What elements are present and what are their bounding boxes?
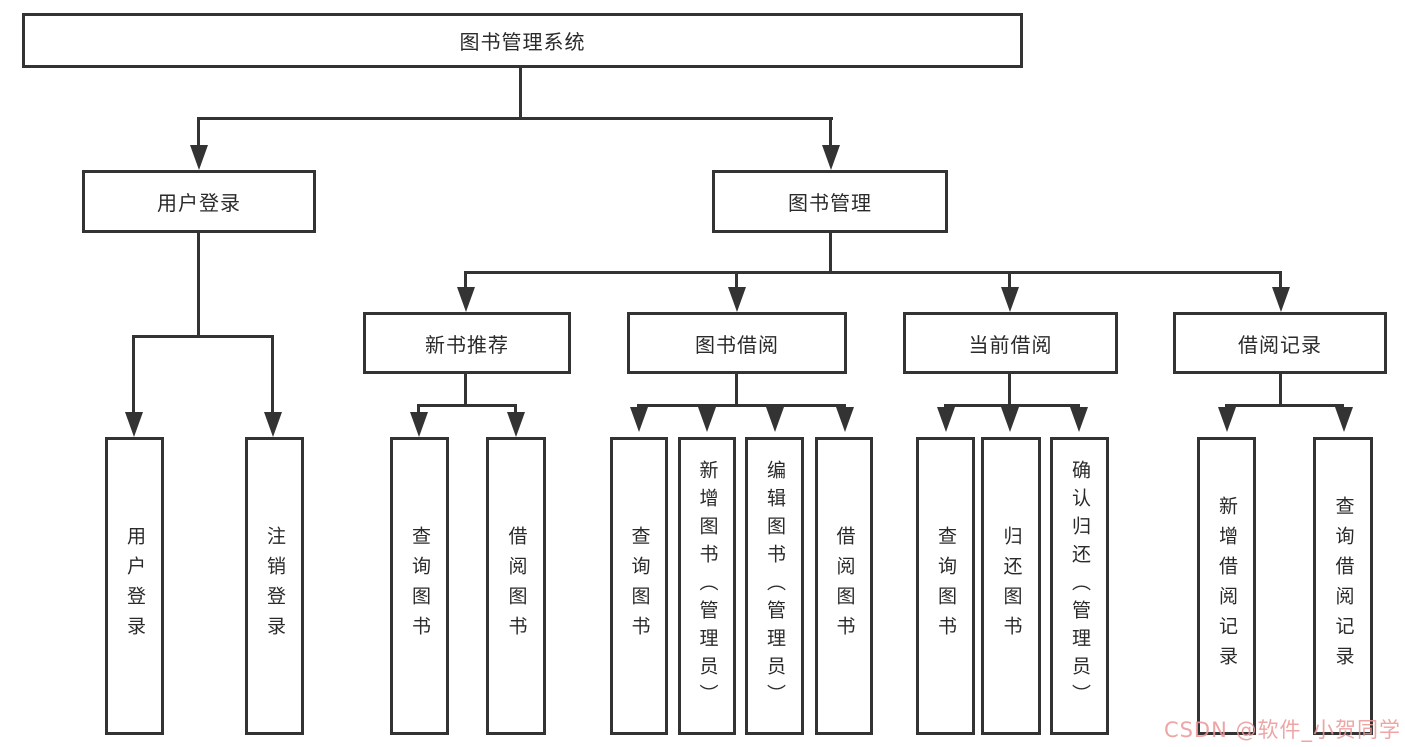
leaf-label: 查询图书	[409, 526, 431, 646]
leaf-label: 确认归还（管理员）	[1069, 460, 1091, 712]
connector-drop-current-borrowing	[1008, 271, 1011, 289]
arrowhead-down-icon	[1218, 407, 1236, 432]
arrowhead-down-icon	[410, 412, 428, 437]
node-label: 用户登录	[157, 191, 241, 215]
leaf-label: 借阅图书	[505, 526, 528, 646]
node-borrowing-records: 借阅记录	[1173, 312, 1387, 374]
connector-drop-borrowing-records	[1279, 271, 1282, 289]
leaf-edit-books-admin: 编辑图书（管理员）	[745, 437, 804, 735]
arrowhead-down-icon	[937, 407, 955, 432]
arrowhead-down-icon	[1001, 407, 1019, 432]
arrowhead-down-icon	[822, 145, 840, 170]
node-user-login: 用户登录	[82, 170, 316, 233]
arrowhead-down-icon	[728, 287, 746, 312]
leaf-add-borrow-record: 新增借阅记录	[1197, 437, 1256, 735]
connector-drop-book-borrowing	[735, 271, 738, 289]
leaf-logout: 注销登录	[245, 437, 304, 735]
connector-drop-new-book	[464, 271, 467, 289]
arrowhead-down-icon	[507, 412, 525, 437]
arrowhead-down-icon	[836, 407, 854, 432]
leaf-return-books: 归还图书	[981, 437, 1041, 735]
leaf-label: 新增图书（管理员）	[696, 460, 719, 712]
connector-root-rail	[197, 117, 833, 120]
leaf-label: 查询借阅记录	[1332, 496, 1355, 676]
arrowhead-down-icon	[1272, 287, 1290, 312]
connector-book-management-rail	[464, 271, 1282, 274]
node-book-management: 图书管理	[712, 170, 948, 233]
leaf-label: 查询图书	[935, 526, 957, 646]
node-label: 图书借阅	[695, 332, 779, 357]
leaf-user-login: 用户登录	[105, 437, 164, 735]
leaf-label: 查询图书	[628, 526, 651, 646]
leaf-confirm-return-admin: 确认归还（管理员）	[1050, 437, 1109, 735]
node-label: 新书推荐	[425, 332, 509, 357]
arrowhead-down-icon	[264, 412, 282, 437]
leaf-label: 编辑图书（管理员）	[764, 460, 786, 712]
connector-drop-leaf	[417, 404, 420, 416]
connector-current-borrowing-stem	[1008, 374, 1011, 407]
node-label: 图书管理	[788, 191, 872, 215]
node-label: 当前借阅	[968, 332, 1053, 357]
leaf-query-books-recommend: 查询图书	[390, 437, 449, 735]
leaf-label: 注销登录	[264, 526, 286, 646]
connector-drop-book-management	[829, 117, 832, 149]
node-new-book-recommend: 新书推荐	[363, 312, 571, 374]
connector-borrowing-records-rail	[1225, 404, 1344, 407]
connector-drop-leaf	[514, 404, 517, 416]
node-label: 图书管理系统	[459, 30, 586, 54]
connector-root-stem	[519, 68, 522, 119]
connector-drop-leaf	[132, 335, 135, 415]
arrowhead-down-icon	[766, 407, 784, 432]
node-label: 借阅记录	[1238, 332, 1322, 357]
connector-user-login-stem	[197, 233, 200, 338]
arrowhead-down-icon	[1001, 287, 1019, 312]
connector-current-borrowing-rail	[944, 404, 1080, 407]
leaf-borrow-books-recommend: 借阅图书	[486, 437, 546, 735]
connector-new-book-stem	[464, 374, 467, 407]
arrowhead-down-icon	[698, 407, 716, 432]
leaf-query-books-borrowing: 查询图书	[610, 437, 668, 735]
node-book-borrowing: 图书借阅	[627, 312, 847, 374]
node-library-management-system: 图书管理系统	[22, 13, 1023, 68]
leaf-label: 借阅图书	[833, 526, 856, 646]
node-current-borrowing: 当前借阅	[903, 312, 1118, 374]
connector-book-borrowing-rail	[637, 404, 846, 407]
arrowhead-down-icon	[1335, 407, 1353, 432]
connector-book-management-stem	[829, 233, 832, 274]
connector-book-borrowing-stem	[735, 374, 738, 407]
arrowhead-down-icon	[457, 287, 475, 312]
arrowhead-down-icon	[630, 407, 648, 432]
connector-new-book-rail	[417, 404, 517, 407]
leaf-label: 归还图书	[1000, 526, 1023, 646]
connector-drop-leaf	[271, 335, 274, 415]
leaf-query-books-current: 查询图书	[916, 437, 975, 735]
leaf-query-borrow-record: 查询借阅记录	[1313, 437, 1373, 735]
leaf-label: 新增借阅记录	[1216, 496, 1238, 676]
arrowhead-down-icon	[125, 412, 143, 437]
leaf-borrow-books-borrowing: 借阅图书	[815, 437, 873, 735]
leaf-add-books-admin: 新增图书（管理员）	[678, 437, 736, 735]
arrowhead-down-icon	[1070, 407, 1088, 432]
connector-drop-user-login	[197, 117, 200, 149]
connector-user-login-rail	[132, 335, 274, 338]
arrowhead-down-icon	[190, 145, 208, 170]
leaf-label: 用户登录	[124, 526, 146, 646]
connector-borrowing-records-stem	[1279, 374, 1282, 407]
